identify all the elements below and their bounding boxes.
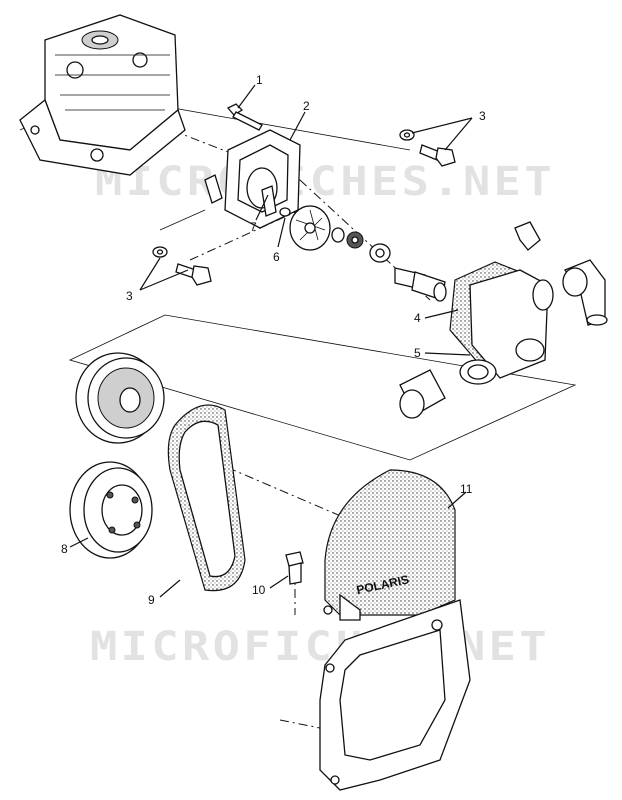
callout-6: 6 [273, 250, 280, 264]
callout-8: 8 [61, 542, 68, 556]
shaft-seals [331, 227, 391, 263]
shaft-7 [261, 185, 277, 217]
callout-7: 7 [250, 220, 257, 234]
callout-5: 5 [414, 346, 421, 360]
bolt-10 [285, 551, 304, 585]
leader-lines [69, 84, 473, 598]
impeller [289, 205, 331, 251]
bolt-3-left [175, 263, 212, 286]
drive-pulley [75, 352, 165, 444]
watermark-bottom: MICROFICHES.NET [90, 624, 550, 670]
callout-labels: 1 2 3 3 4 5 6 7 8 9 10 11 [61, 73, 486, 607]
mounting-bracket [319, 599, 471, 791]
belt-cover-11 [323, 469, 456, 621]
bolt-3-top [419, 144, 456, 167]
sleeve-tube [399, 369, 446, 419]
washer-3-top [399, 129, 415, 141]
engine-cylinder-head [19, 14, 186, 176]
bolt-1 [226, 103, 263, 131]
pump-housing-5 [459, 269, 554, 385]
callout-3-top: 3 [479, 109, 486, 123]
callout-3-left: 3 [126, 289, 133, 303]
callout-4: 4 [414, 311, 421, 325]
washer-3-left [152, 246, 168, 258]
callout-2: 2 [303, 99, 310, 113]
seal-6 [279, 207, 291, 217]
callout-11: 11 [460, 482, 473, 496]
outlet-elbow [562, 259, 608, 326]
drive-belt-9 [167, 404, 246, 592]
callout-9: 9 [148, 593, 155, 607]
pulley-8 [69, 461, 153, 559]
callout-1: 1 [256, 73, 263, 87]
pump-shaft [394, 267, 447, 302]
watermark-top: MICROFICHES.NET [95, 159, 555, 205]
elbow-fitting [514, 221, 541, 251]
callout-10: 10 [252, 583, 266, 597]
